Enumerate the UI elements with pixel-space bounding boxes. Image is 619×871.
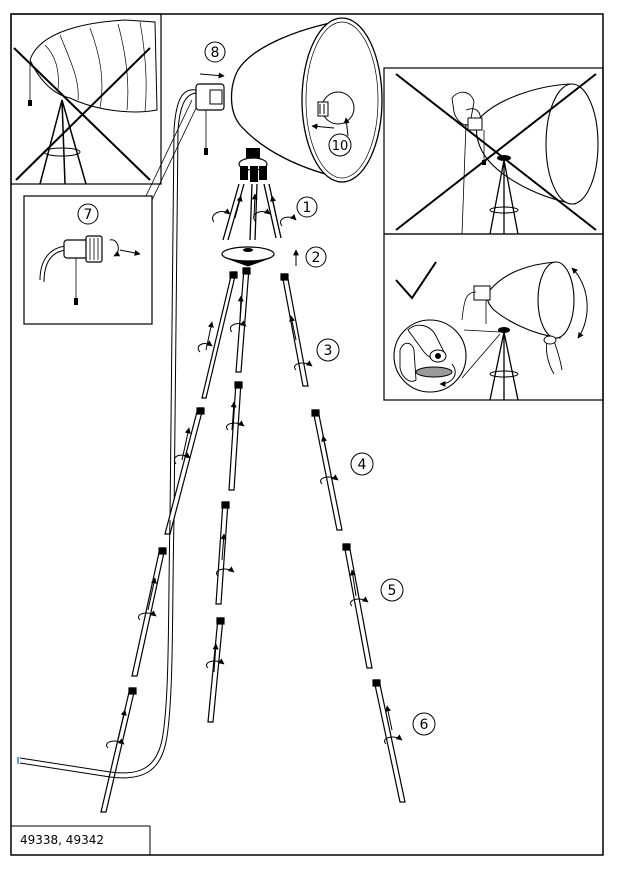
panel-correct-tilting [383, 233, 604, 401]
panel-step7-socket: 7 [23, 99, 199, 325]
power-cable [17, 519, 175, 779]
panel-wrong-covered-lamp [10, 13, 162, 185]
step-10-number: 10 [332, 139, 349, 154]
step-3-number: 3 [324, 343, 333, 359]
shade-assembly: 8 9 10 [169, 17, 383, 521]
step-2-number: 2 [312, 250, 321, 266]
page-frame [10, 13, 604, 856]
leg-tubes [100, 267, 406, 813]
step1-tripod-head: 1 [212, 148, 318, 241]
assembly-arrows [106, 295, 403, 749]
step-8-number: 8 [211, 45, 220, 61]
check-icon [395, 261, 437, 300]
step-5-number: 5 [388, 583, 397, 599]
step-6-number: 6 [420, 717, 429, 733]
panel-wrong-lifting [383, 67, 604, 235]
step-4-number: 4 [358, 457, 367, 473]
step2-ring-plate: 2 [221, 246, 327, 268]
step-numbers-legs: 3 4 5 6 [316, 338, 436, 736]
step-7-number: 7 [84, 207, 93, 223]
step-1-number: 1 [303, 200, 312, 216]
model-numbers-label: 49338, 49342 [20, 833, 104, 847]
